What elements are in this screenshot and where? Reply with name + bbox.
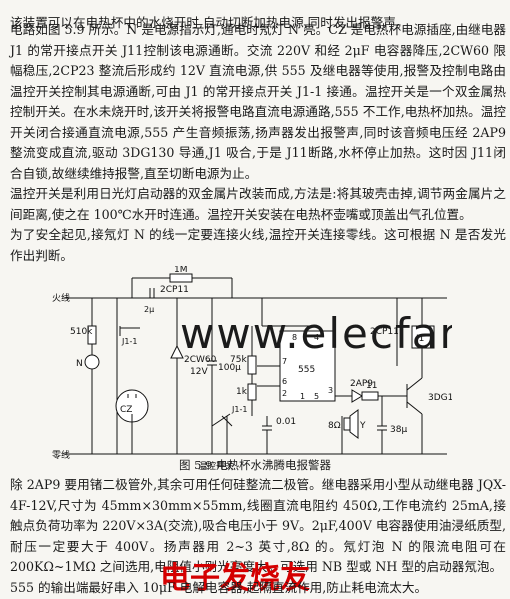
- live-wire-label: 火线: [52, 292, 70, 304]
- socket-label: CZ: [120, 405, 132, 415]
- capacitor-2u-label: 2μ: [144, 305, 154, 314]
- svg-text:电子发烧友: 电子发烧友: [160, 561, 310, 596]
- circuit-diagram: 火线 零线 1M 2μ 2CP11 510k N CZ 2CW60 12V 10…: [52, 266, 452, 472]
- circuit-description-paragraph: 电路如图 5.9 所示。N 是电源指示灯,通电时氖灯 N 亮。CZ 是电热杯电源…: [10, 22, 506, 181]
- neon-lamp-label: N: [76, 359, 83, 369]
- speaker-y-label: Y: [359, 421, 366, 431]
- components-paragraph: 除 2AP9 要用锗二极管外,其余可用任何硅整流二极管。继电器采用小型从动继电器…: [10, 477, 506, 574]
- speaker-8ohm-label: 8Ω: [328, 421, 341, 431]
- pin-6-label: 6: [282, 377, 287, 386]
- thermo-switch-label: 温控开关: [198, 460, 234, 472]
- pin-5-label: 5: [314, 392, 319, 401]
- resistor-510k-label: 510k: [70, 327, 93, 337]
- diode-2cp11b-label: 2CP11: [370, 327, 399, 337]
- zener-label: 2CW60: [184, 355, 217, 365]
- resistor-1m-label: 1M: [174, 266, 188, 275]
- resistor-11-label: 11: [366, 381, 377, 391]
- pin-4-label: 4: [314, 333, 319, 342]
- resistor-1k-label: 1k: [236, 387, 248, 397]
- pin-2-label: 2: [282, 389, 287, 398]
- pin-8-label: 8: [292, 333, 297, 342]
- diode-2cp11-label: 2CP11: [160, 285, 189, 295]
- pin-1-label: 1: [300, 392, 305, 401]
- relay-coil-label: J1: [415, 334, 424, 344]
- pin-3-label: 3: [328, 386, 333, 395]
- thermo-switch-paragraph: 温控开关是利用日光灯启动器的双金属片改装而成,方法是:将其玻壳击掉,调节两金属片…: [10, 186, 506, 222]
- relay-contact-label: J1-1: [231, 405, 247, 414]
- capacitor-100u-label: 100μ: [218, 363, 241, 373]
- neutral-wire-label: 零线: [52, 449, 70, 461]
- capacitor-38u-label: 38μ: [390, 425, 407, 435]
- relay-contact-top-label: J1-1: [121, 337, 137, 346]
- diode-2ap9-label: 2AP9: [350, 379, 373, 389]
- resistor-75k-label: 75k: [230, 355, 247, 365]
- figure-caption: 图 5.9 电热杯水沸腾电报警器: [178, 458, 332, 472]
- capacitor-001-label: 0.01: [276, 417, 296, 427]
- pin-7-label: 7: [282, 357, 287, 366]
- output-note-paragraph: 555 的输出端最好串入 10μF 电解电容器,起隔直流作用,防止耗电流太大。: [10, 580, 428, 595]
- voltage-label: 12V: [190, 367, 208, 377]
- transistor-label: 3DG130: [428, 393, 452, 403]
- intro-paragraph: 该装置可以在电热杯中的水烧开时,自动切断加热电源,同时发出报警声。: [10, 14, 409, 30]
- watermark: www.elecfans.com: [180, 309, 452, 358]
- watermark-cn: 电子发烧友: [160, 561, 310, 596]
- ic-555-label: 555: [298, 365, 315, 375]
- safety-paragraph: 为了安全起见,接氖灯 N 的线一定要连接火线,温控开关连接零线。这可根据 N 是…: [10, 227, 506, 263]
